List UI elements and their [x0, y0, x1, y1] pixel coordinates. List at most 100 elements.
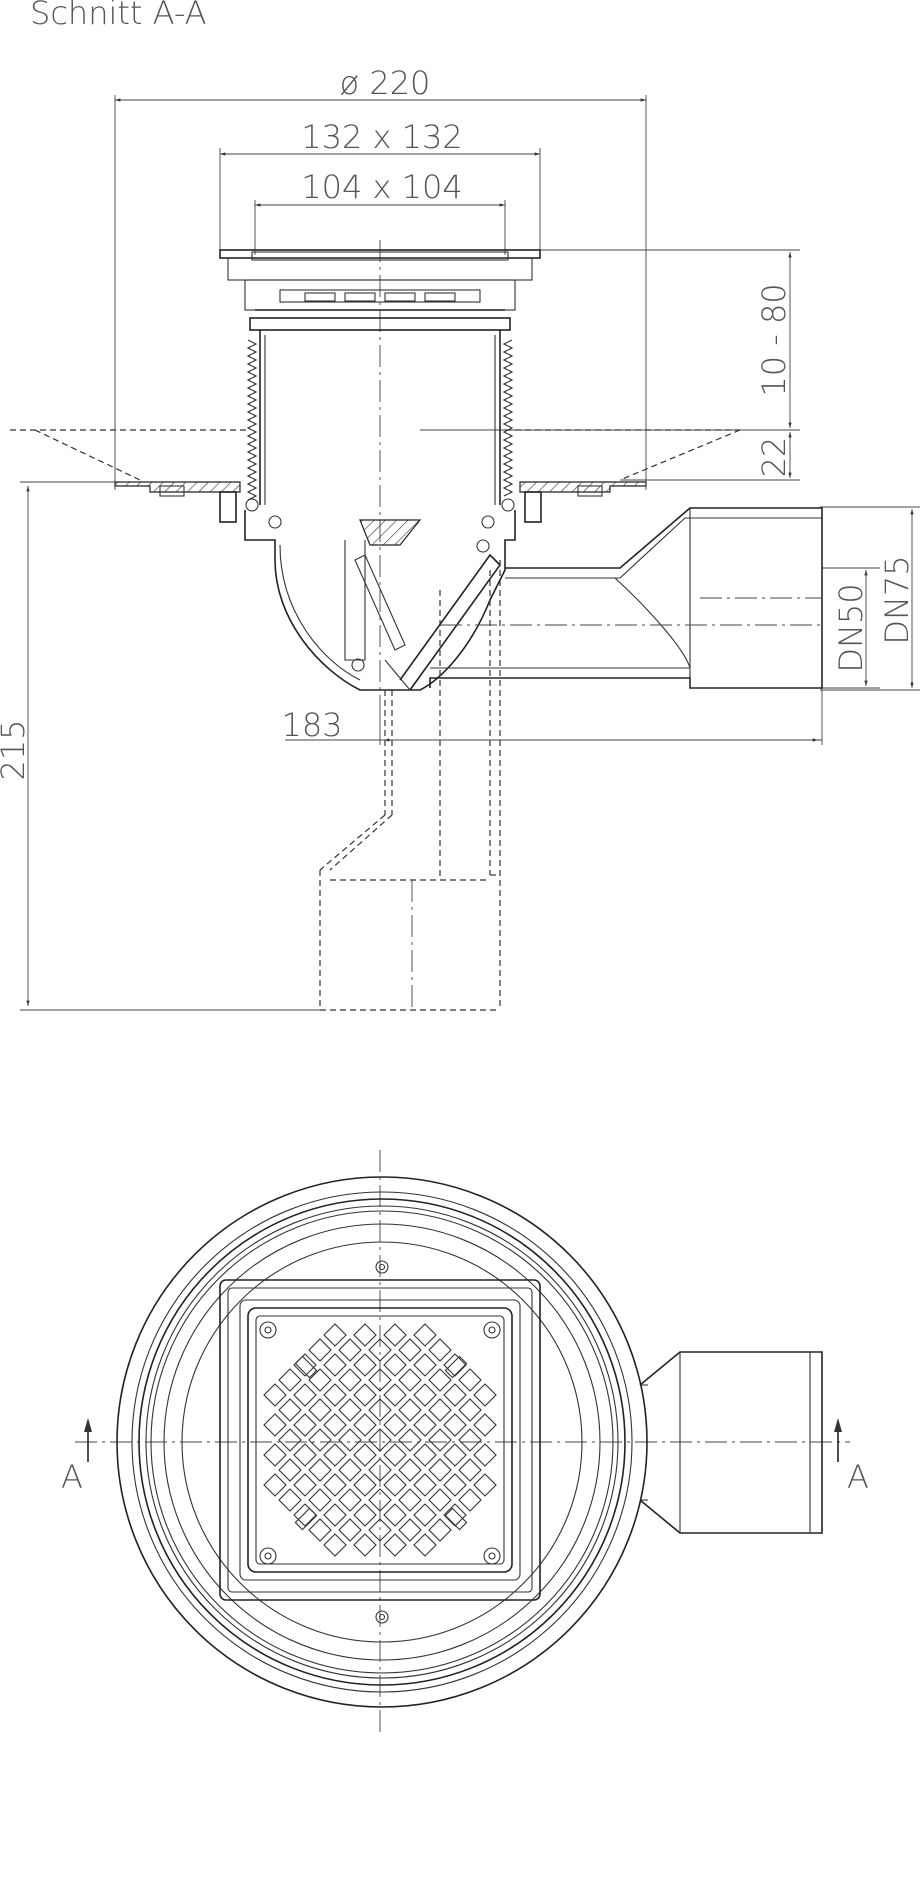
- grate-opening: [338, 1518, 362, 1542]
- grate-opening: [383, 1323, 407, 1347]
- grate-opening: [458, 1368, 482, 1392]
- grate-opening: [398, 1518, 422, 1542]
- grate-opening: [278, 1398, 302, 1422]
- dn75-label: DN75: [878, 555, 916, 644]
- grate-opening: [458, 1428, 482, 1452]
- grate-opening: [278, 1458, 302, 1482]
- grate-opening: [323, 1473, 347, 1497]
- grate-frame-section: [219, 249, 541, 311]
- grate-opening: [413, 1533, 437, 1557]
- grate-opening: [323, 1413, 347, 1437]
- grate-opening: [293, 1413, 317, 1437]
- grate-lattice: [263, 1323, 497, 1557]
- grate-opening: [428, 1398, 452, 1422]
- grate-opening: [338, 1368, 362, 1392]
- grate-opening: [263, 1473, 287, 1497]
- grate-opening: [293, 1443, 317, 1467]
- dim-length-183: 183: [281, 515, 823, 745]
- grate-opening: [398, 1398, 422, 1422]
- frame-132-label: 132 x 132: [301, 118, 462, 156]
- grate-opening: [278, 1488, 302, 1512]
- grate-opening: [398, 1338, 422, 1362]
- section-mark-left-label: A: [61, 1458, 83, 1496]
- grate-opening: [473, 1383, 497, 1407]
- dim-height-215: 215: [0, 481, 320, 1011]
- grate-opening: [383, 1383, 407, 1407]
- grate-opening: [353, 1533, 377, 1557]
- grate-opening: [263, 1383, 287, 1407]
- grate-opening: [473, 1473, 497, 1497]
- grate-opening: [338, 1428, 362, 1452]
- grate-opening: [413, 1413, 437, 1437]
- grate-opening: [338, 1398, 362, 1422]
- grate-opening: [443, 1443, 467, 1467]
- grate-opening: [413, 1443, 437, 1467]
- flange: [114, 481, 647, 523]
- grate-opening: [383, 1503, 407, 1527]
- grate-opening: [383, 1413, 407, 1437]
- grate-opening: [443, 1413, 467, 1437]
- section-mark-right: A: [834, 1418, 869, 1496]
- grate-opening: [428, 1428, 452, 1452]
- grate-opening: [308, 1488, 332, 1512]
- grate-opening: [293, 1473, 317, 1497]
- grate-opening: [368, 1488, 392, 1512]
- grate-opening: [413, 1503, 437, 1527]
- dim-height-22: 22: [620, 432, 800, 481]
- grate-opening: [398, 1368, 422, 1392]
- grate-opening: [458, 1398, 482, 1422]
- grate-opening: [398, 1488, 422, 1512]
- grate-opening: [473, 1413, 497, 1437]
- grate-opening: [398, 1428, 422, 1452]
- section-mark-right-label: A: [847, 1458, 869, 1496]
- grate-opening: [443, 1503, 467, 1527]
- grate-opening: [338, 1338, 362, 1362]
- grate-opening: [323, 1383, 347, 1407]
- grate-opening: [428, 1488, 452, 1512]
- grate-opening: [368, 1518, 392, 1542]
- grate-opening: [443, 1353, 467, 1377]
- grate-opening: [368, 1458, 392, 1482]
- grate-opening: [413, 1383, 437, 1407]
- grate-opening: [413, 1473, 437, 1497]
- top-flange-circles: [116, 1176, 648, 1708]
- grate-opening: [308, 1338, 332, 1362]
- grate-opening: [353, 1443, 377, 1467]
- grate-opening: [353, 1353, 377, 1377]
- dia-220-label: ø 220: [340, 64, 431, 102]
- top-square-frame: [219, 1279, 541, 1601]
- grate-opening: [323, 1443, 347, 1467]
- grate-opening: [383, 1533, 407, 1557]
- extension-body: [245, 317, 515, 512]
- grate-opening: [383, 1443, 407, 1467]
- height-22-label: 22: [755, 437, 793, 478]
- grate-104-label: 104 x 104: [301, 168, 462, 206]
- grate-opening: [368, 1368, 392, 1392]
- grate-opening: [323, 1533, 347, 1557]
- grate-opening: [383, 1353, 407, 1377]
- grate-opening: [458, 1458, 482, 1482]
- top-axis-screws: [375, 1260, 389, 1624]
- grate-opening: [368, 1338, 392, 1362]
- height-215-label: 215: [0, 719, 32, 780]
- grate-opening: [308, 1518, 332, 1542]
- outlet-pipe: [429, 507, 823, 689]
- grate-opening: [443, 1383, 467, 1407]
- grate-opening: [383, 1473, 407, 1497]
- grate-opening: [278, 1428, 302, 1452]
- vertical-outlet-dashed: [319, 560, 501, 1011]
- dim-height-10-80: 10 - 80: [420, 249, 800, 431]
- grate-opening: [353, 1473, 377, 1497]
- grate-opening: [353, 1323, 377, 1347]
- dim-dn: DN50 DN75: [820, 506, 920, 691]
- grate-opening: [293, 1503, 317, 1527]
- grate-opening: [308, 1458, 332, 1482]
- height-10-80-label: 10 - 80: [755, 283, 793, 396]
- grate-opening: [278, 1368, 302, 1392]
- grate-opening: [413, 1353, 437, 1377]
- grate-opening: [308, 1368, 332, 1392]
- drain-body: [244, 510, 516, 691]
- grate-opening: [398, 1458, 422, 1482]
- grate-opening: [308, 1398, 332, 1422]
- top-outlet-nozzle: [639, 1351, 823, 1534]
